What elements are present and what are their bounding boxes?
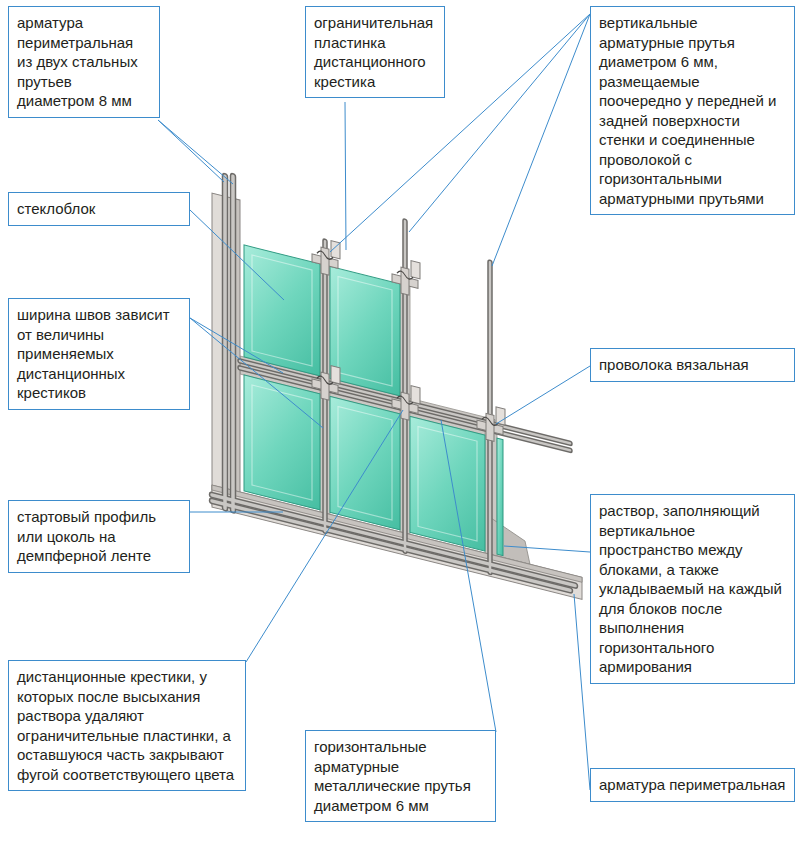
spacer-cross — [392, 256, 420, 298]
callout-box: стартовый профиль или цоколь на демпферн… — [8, 500, 190, 573]
leader-line — [441, 420, 496, 732]
leader-line — [574, 594, 590, 790]
leader-line — [496, 366, 590, 424]
spacer-cross — [392, 381, 420, 423]
rebar-rod — [240, 361, 570, 443]
callout-text: горизонтальные арматурные металлические … — [314, 737, 487, 815]
leader-line — [246, 410, 403, 662]
leader-line — [190, 318, 283, 373]
callout-box: арматура периметральная — [590, 768, 795, 802]
callout-text: арматура периметральная из двух стальных… — [17, 13, 151, 111]
leader-line — [504, 546, 590, 552]
callout-box: раствор, заполняющий вертикальное простр… — [590, 494, 795, 684]
callout-box: ограничительная пластинка дистанционного… — [305, 6, 445, 98]
callout-box: проволока вязальная — [590, 348, 795, 382]
callout-box: горизонтальные арматурные металлические … — [305, 730, 496, 822]
rebar-rod — [212, 501, 570, 590]
leader-line — [492, 14, 590, 266]
callout-text: ширина швов зависит от величины применяе… — [17, 305, 181, 403]
callout-text: дистанционные крестики, у которых после … — [17, 667, 237, 784]
leader-line — [158, 120, 224, 182]
callout-text: раствор, заполняющий вертикальное простр… — [599, 501, 786, 677]
callout-text: стеклоблок — [17, 199, 181, 219]
callout-text: ограничительная пластинка дистанционного… — [314, 13, 436, 91]
callout-box: дистанционные крестики, у которых после … — [8, 660, 246, 791]
spacer-cross — [477, 402, 505, 444]
callout-box: арматура периметральная из двух стальных… — [8, 6, 160, 118]
callout-box: стеклоблок — [8, 192, 190, 226]
spacer-cross — [312, 361, 340, 403]
leader-line — [190, 210, 284, 300]
callout-text: арматура периметральная — [599, 775, 786, 795]
callout-text: проволока вязальная — [599, 355, 786, 375]
callout-box: вертикальные арматурные прутья диаметром… — [590, 6, 795, 215]
leader-line — [158, 120, 233, 184]
callout-text: стартовый профиль или цоколь на демпферн… — [17, 507, 181, 566]
leader-line — [190, 318, 323, 428]
leader-line — [190, 512, 283, 513]
rebar-rod — [223, 176, 227, 508]
callout-text: вертикальные арматурные прутья диаметром… — [599, 13, 786, 208]
rebar-rod — [212, 495, 575, 586]
spacer-cross — [312, 236, 340, 278]
leader-line — [345, 102, 346, 250]
rebar-rod — [212, 495, 575, 586]
rebar-rod — [222, 176, 229, 508]
rebar-rod — [212, 501, 570, 590]
callout-box: ширина швов зависит от величины применяе… — [8, 298, 190, 410]
